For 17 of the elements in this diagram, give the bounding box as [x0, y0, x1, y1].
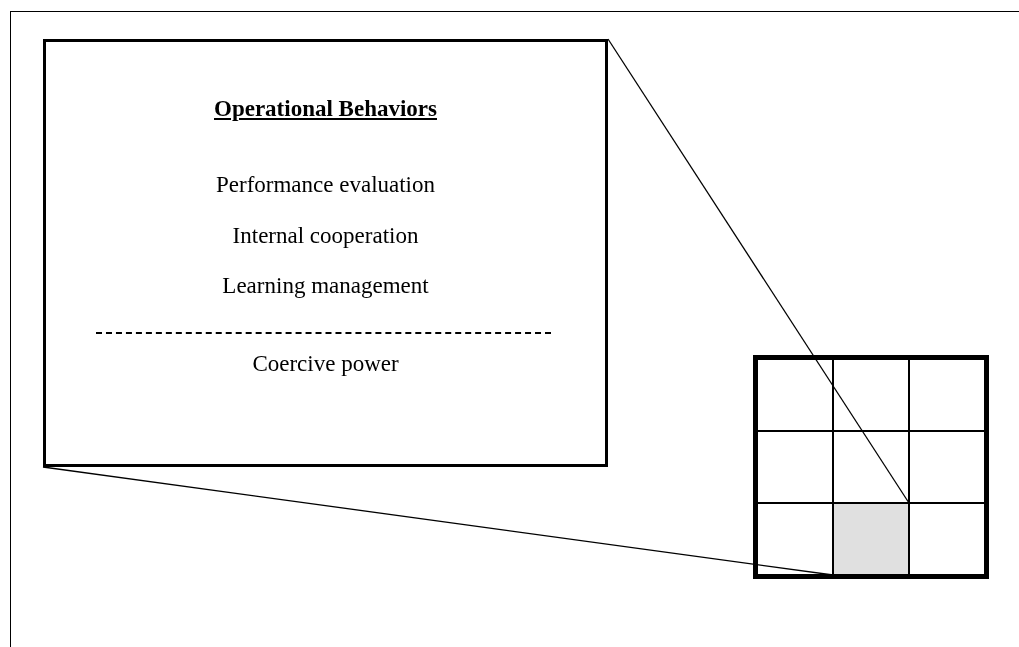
heading: Operational Behaviors: [214, 96, 437, 121]
grid-cell: [909, 359, 985, 431]
grid-cell: [909, 503, 985, 575]
highlighted-cell: [833, 503, 909, 575]
grid-cell: [833, 359, 909, 431]
list-item: Internal cooperation: [232, 223, 419, 248]
list-item: Coercive power: [252, 351, 399, 376]
callout-box: [43, 39, 608, 467]
grid-cell: [757, 503, 833, 575]
grid-frame: [753, 355, 989, 579]
grid-cell: [909, 431, 985, 503]
grid-cell: [757, 359, 833, 431]
grid-cell: [833, 431, 909, 503]
grid-cell: [757, 431, 833, 503]
leader-line: [42, 466, 834, 576]
list-item: Learning management: [222, 273, 429, 298]
list-item: Performance evaluation: [215, 172, 435, 197]
